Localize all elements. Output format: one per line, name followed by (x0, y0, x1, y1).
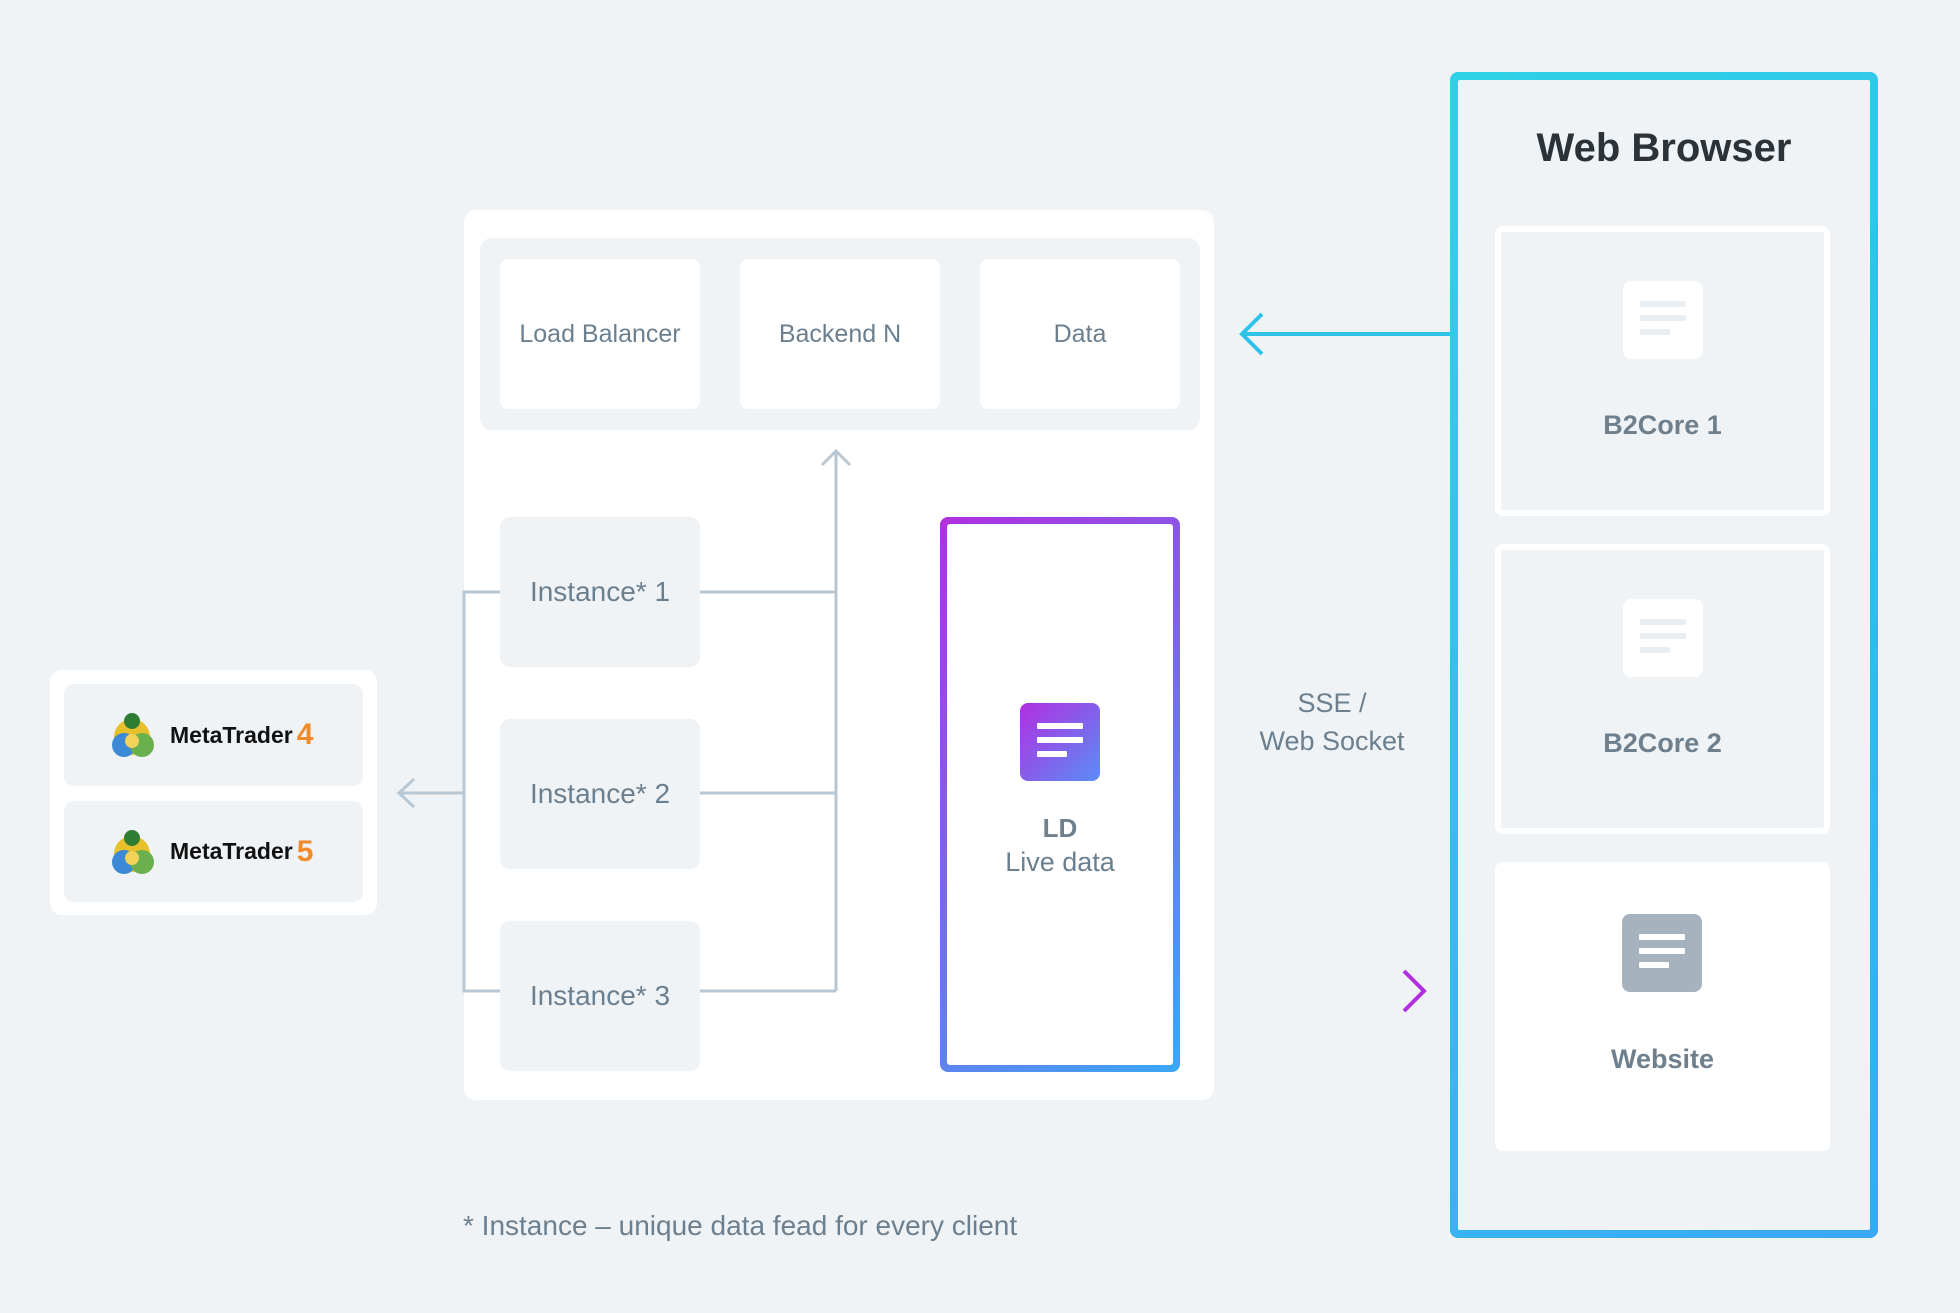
document-icon (1622, 914, 1702, 992)
connection-label-line-1: SSE / (1297, 688, 1367, 718)
load-balancer-box: Load Balancer (500, 259, 700, 409)
instance-label-2: Instance* 2 (529, 778, 671, 809)
live-data-title: LD (1042, 813, 1078, 843)
document-icon (1623, 281, 1703, 359)
footnote: * Instance – unique data fead for every … (463, 1210, 1018, 1241)
data-label: Data (1053, 319, 1107, 348)
instance-label-1: Instance* 1 (529, 576, 671, 607)
metatrader-5-row: MetaTrader 5 (64, 801, 363, 902)
website-box: Website (1495, 862, 1830, 1151)
metatrader-4-row: MetaTrader 4 (64, 684, 363, 786)
live-data-box: LD Live data (940, 517, 1180, 1072)
web-browser-title: Web Browser (1536, 126, 1792, 170)
document-icon (1623, 599, 1703, 677)
website-label: Website (1610, 1044, 1715, 1074)
instance-label-3: Instance* 3 (529, 980, 671, 1011)
metatrader-5-name: MetaTrader (170, 838, 293, 864)
connection-label: SSE / Web Socket (1232, 684, 1432, 760)
metatrader-logo-icon (112, 713, 154, 757)
instance-box-1: Instance* 1 (500, 517, 700, 667)
metatrader-4-version: 4 (296, 718, 314, 751)
backend-n-label: Backend N (778, 319, 902, 348)
connection-label-line-2: Web Socket (1259, 726, 1405, 756)
metatrader-5-version: 5 (296, 834, 314, 868)
instance-box-3: Instance* 3 (500, 921, 700, 1071)
live-data-document-icon (1020, 703, 1100, 781)
instance-box-2: Instance* 2 (500, 719, 700, 869)
b2core-2-label: B2Core 2 (1603, 728, 1722, 758)
b2core-2-box: B2Core 2 (1495, 544, 1830, 834)
load-balancer-label: Load Balancer (519, 319, 681, 348)
b2core-1-box: B2Core 1 (1495, 226, 1830, 516)
metatrader-logo-icon (112, 829, 154, 874)
b2core-1-label: B2Core 1 (1603, 410, 1722, 440)
metatrader-4-name: MetaTrader (170, 721, 293, 748)
live-data-subtitle: Live data (1005, 847, 1115, 877)
backend-n-box: Backend N (740, 259, 940, 409)
data-box: Data (980, 259, 1180, 409)
